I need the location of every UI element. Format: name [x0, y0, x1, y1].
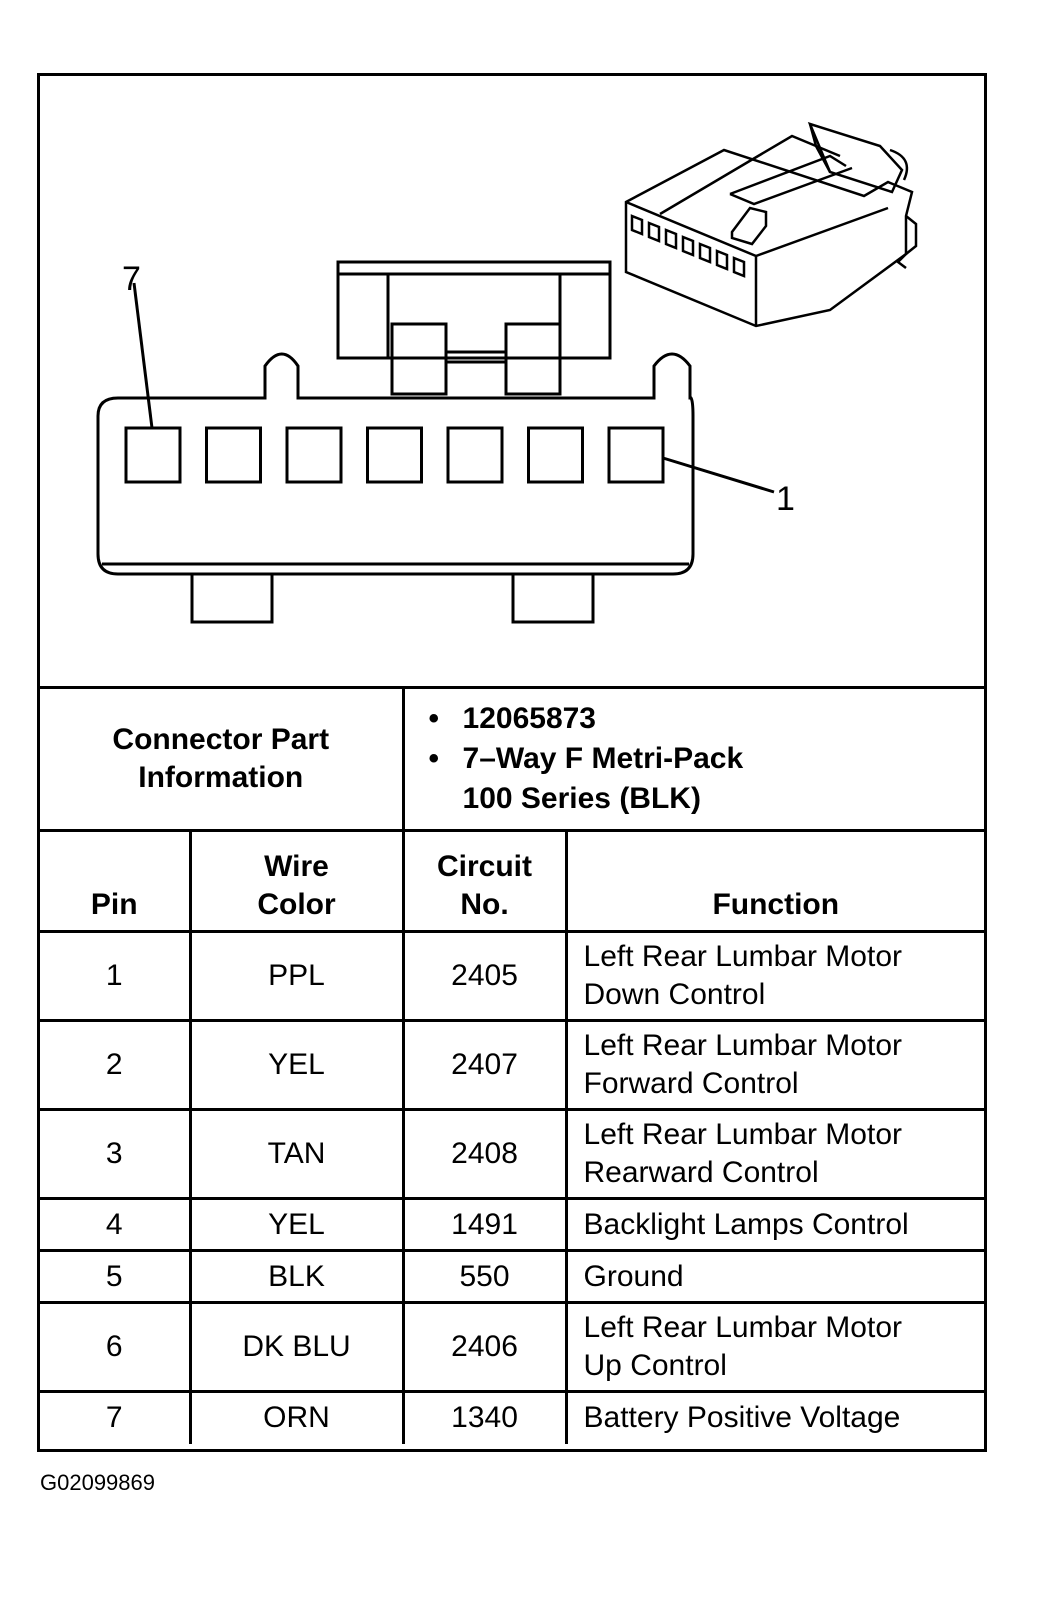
cell-circuit: 2406 [401, 1301, 568, 1393]
iso-pin-cavity [732, 256, 746, 278]
connector-series-item: 100 Series (BLK) [462, 782, 701, 815]
cell-circuit: 2407 [401, 1019, 568, 1111]
part-info-label-line1: Connector Part [112, 723, 330, 756]
iso-pin-cavity [630, 214, 644, 236]
cell-wire-color: PPL [188, 930, 405, 1022]
cell-function: Ground [564, 1249, 984, 1304]
cell-pin: 3 [40, 1108, 192, 1200]
part-info-label-cell: Connector Part Information [40, 686, 405, 832]
iso-pin-cavity [681, 235, 695, 257]
table-row: 7 ORN 1340 Battery Positive Voltage [40, 1390, 984, 1444]
cell-pin: 5 [40, 1249, 192, 1304]
pin-cavity [285, 426, 343, 484]
cell-wire-color: ORN [188, 1390, 405, 1444]
cell-wire-color: YEL [188, 1019, 405, 1111]
pin-cavity [124, 426, 182, 484]
cell-circuit: 2408 [401, 1108, 568, 1200]
cell-pin: 1 [40, 930, 192, 1022]
cell-wire-color: DK BLU [188, 1301, 405, 1393]
pin-cavity [446, 426, 504, 484]
pin1-label: 1 [776, 480, 795, 518]
pin-cavity [607, 426, 665, 484]
figure-id: G02099869 [40, 1470, 155, 1495]
iso-pin-cavity [647, 221, 661, 243]
header-pin: Pin [40, 829, 192, 933]
cell-pin: 7 [40, 1390, 192, 1444]
connector-info-table: Connector Part Information •12065873 •7–… [40, 686, 984, 1444]
cell-function: Battery Positive Voltage [564, 1390, 984, 1444]
header-function: Function [564, 829, 984, 933]
table-row: 4 YEL 1491 Backlight Lamps Control [40, 1197, 984, 1252]
cell-circuit: 550 [401, 1249, 568, 1304]
iso-pin-cavity [715, 249, 729, 271]
connector-latch-frame [336, 260, 612, 360]
cell-circuit: 1340 [401, 1390, 568, 1444]
iso-pin-cavity [698, 242, 712, 264]
cell-pin: 2 [40, 1019, 192, 1111]
cell-wire-color: BLK [188, 1249, 405, 1304]
part-info-cell: •12065873 •7–Way F Metri-Pack 100 Series… [401, 686, 984, 832]
connector-figure-frame: 7 1 Connector Part Information •12065873… [37, 73, 987, 1452]
iso-pin-cavity [664, 228, 678, 250]
bottom-tab-right [511, 572, 595, 624]
cell-pin: 4 [40, 1197, 192, 1252]
cell-pin: 6 [40, 1301, 192, 1393]
connector-face-drawing: 7 1 [96, 122, 918, 624]
bullet-icon: • [428, 742, 440, 775]
cell-wire-color: YEL [188, 1197, 405, 1252]
connector-type-item: •7–Way F Metri-Pack [429, 739, 984, 779]
pin7-leader-line [132, 282, 154, 429]
part-number-item: •12065873 [429, 699, 984, 739]
pin-cavity [366, 426, 423, 484]
bottom-tab-left [190, 572, 274, 624]
cell-function: Backlight Lamps Control [564, 1197, 984, 1252]
connector-body [96, 352, 695, 576]
cell-circuit: 2405 [401, 930, 568, 1022]
table-row: 5 BLK 550 Ground [40, 1249, 984, 1304]
cell-wire-color: TAN [188, 1108, 405, 1200]
connector-iso-view [624, 122, 918, 328]
bullet-icon: • [428, 702, 440, 735]
pin-cavity [205, 426, 262, 484]
connector-diagram: 7 1 [40, 76, 984, 686]
pin1-leader-line [662, 456, 775, 494]
cell-circuit: 1491 [401, 1197, 568, 1252]
pin-cavity [527, 426, 584, 484]
part-info-label-line2: Information [138, 761, 304, 794]
pin7-label: 7 [122, 260, 141, 298]
